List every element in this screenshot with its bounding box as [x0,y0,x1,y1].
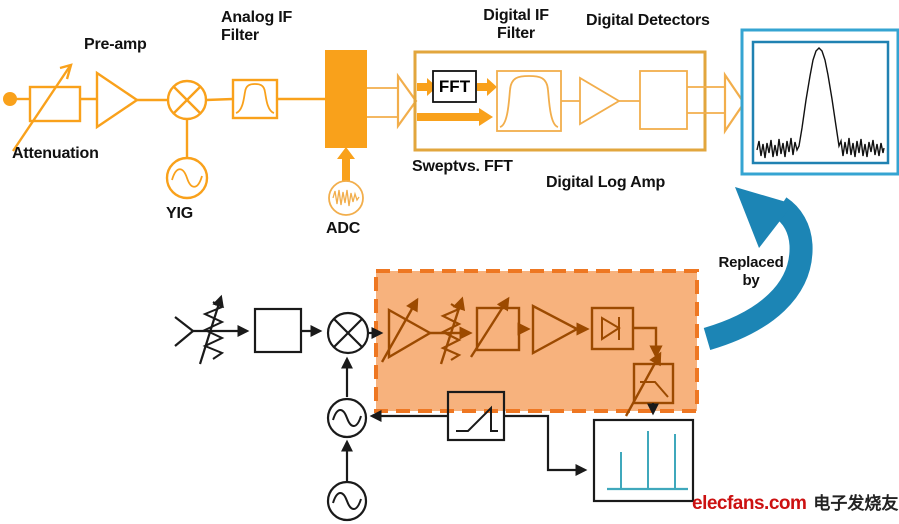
rf-input-icon [174,316,194,347]
replaced-section-box [374,269,699,413]
input-dot [3,92,17,106]
chevron-arrow-icon [396,72,418,130]
fft-path-arrow [417,78,437,96]
input-stage-box [253,307,303,354]
chevron-arrow-icon [723,71,746,135]
preamp-label: Pre-amp [84,36,147,53]
display-inner-frame [751,40,890,165]
spectrum-result-display [740,28,899,176]
digital-log-amp-label: Digital Log Amp [546,174,666,191]
preamp-amplifier-icon [95,70,140,130]
legacy-analyzer [174,269,699,522]
swept-vs-fft-label: Sweptvs. FFT [412,158,513,175]
analog-if-filter-icon [231,78,279,120]
digital-detector-box [639,70,688,130]
digital-detectors-label: Digital Detectors [586,12,710,29]
yig-label: YIG [166,205,193,222]
mixer-icon [166,79,208,121]
digital-if-section [413,50,746,152]
attenuator-icon [12,63,82,152]
digital-if-filter-label: Digital IF Filter [483,7,549,42]
if-amp-icon [531,304,580,356]
fft-box [432,70,477,103]
spectrum-trace [756,47,885,159]
digitizer-rect [325,50,367,148]
analog-if-filter-label: Analog IF Filter [221,9,293,44]
watermark-cn-text: 电子发烧友 [813,494,899,513]
fft-output-arrow [477,78,497,96]
watermark-logo-text: elecfans.com [692,493,807,514]
adc-arrow [337,147,355,181]
fft-label: FFT [438,77,471,96]
variable-attenuator-icon [439,296,466,365]
replaced-by-arrow-icon [703,187,813,351]
analog-front-end [3,63,325,200]
digital-if-box [413,50,707,152]
swept-path-arrow [417,108,493,126]
input-attenuator-icon [198,294,225,365]
digital-log-amp-icon [579,76,621,126]
digitizer-block [325,50,418,216]
adc-label: ADC [326,220,361,237]
mixer-icon [326,311,370,355]
replaced-by-label: Replaced by [718,254,784,289]
crt-display-icon [592,418,695,503]
reference-oscillator-icon [326,480,368,522]
variable-gain-amp-icon [380,297,433,363]
local-oscillator-icon [326,397,368,439]
adc-icon [328,180,364,216]
attenuation-label: Attenuation [12,145,99,162]
watermark: elecfans.com 电子发烧友 [692,489,898,515]
digital-if-filter-icon [496,70,562,132]
yig-oscillator-icon [165,156,209,200]
